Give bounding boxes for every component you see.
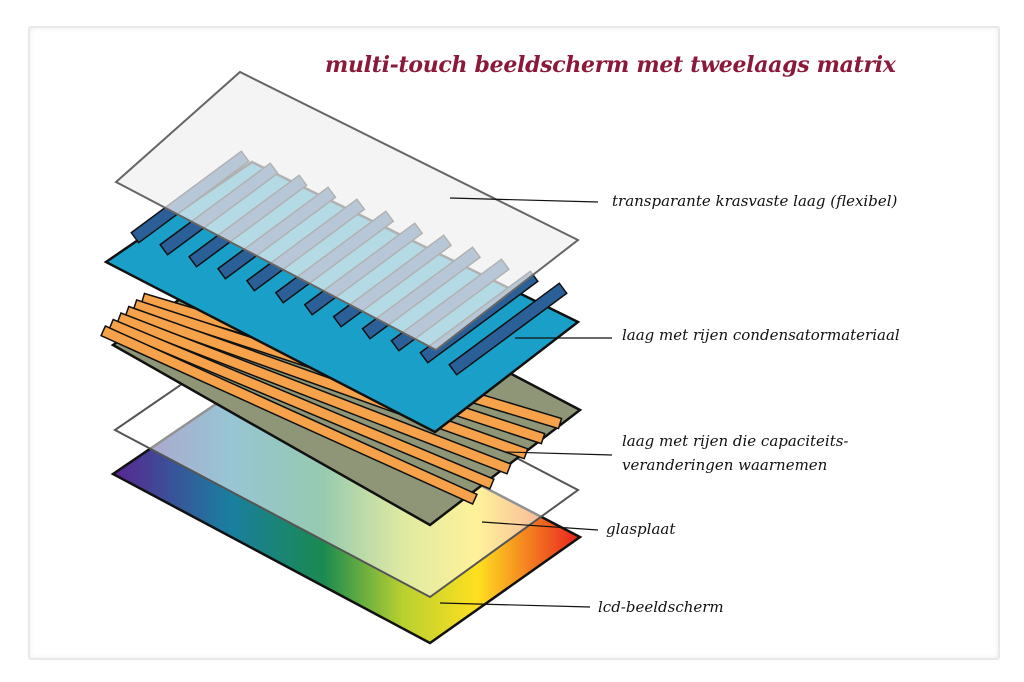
blue-stripe (450, 284, 566, 374)
label-capacitor-layer: laag met rijen condensatormateriaal (622, 326, 900, 344)
orange-stripe (102, 327, 476, 503)
orange-stripe (110, 320, 493, 488)
diagram-title: multi-touch beeldscherm met tweelaags ma… (325, 52, 896, 78)
leader-line-sensing (504, 451, 613, 456)
leader-line-glass (481, 521, 599, 531)
orange-stripes (100, 292, 563, 505)
label-sensing-layer-2: veranderingen waarnemen (622, 456, 828, 474)
orange-stripe (118, 313, 510, 473)
label-lcd: lcd-beeldscherm (598, 598, 724, 616)
leader-line-top (449, 197, 599, 203)
leader-line-lcd (439, 602, 591, 608)
label-top-layer: transparante krasvaste laag (flexibel) (612, 192, 898, 210)
orange-stripe (126, 307, 527, 458)
top-scratch-layer (114, 70, 580, 352)
label-glass: glasplaat (606, 520, 676, 538)
frame-border (28, 26, 1000, 660)
label-sensing-layer-1: laag met rijen die capaciteits- (622, 432, 849, 450)
